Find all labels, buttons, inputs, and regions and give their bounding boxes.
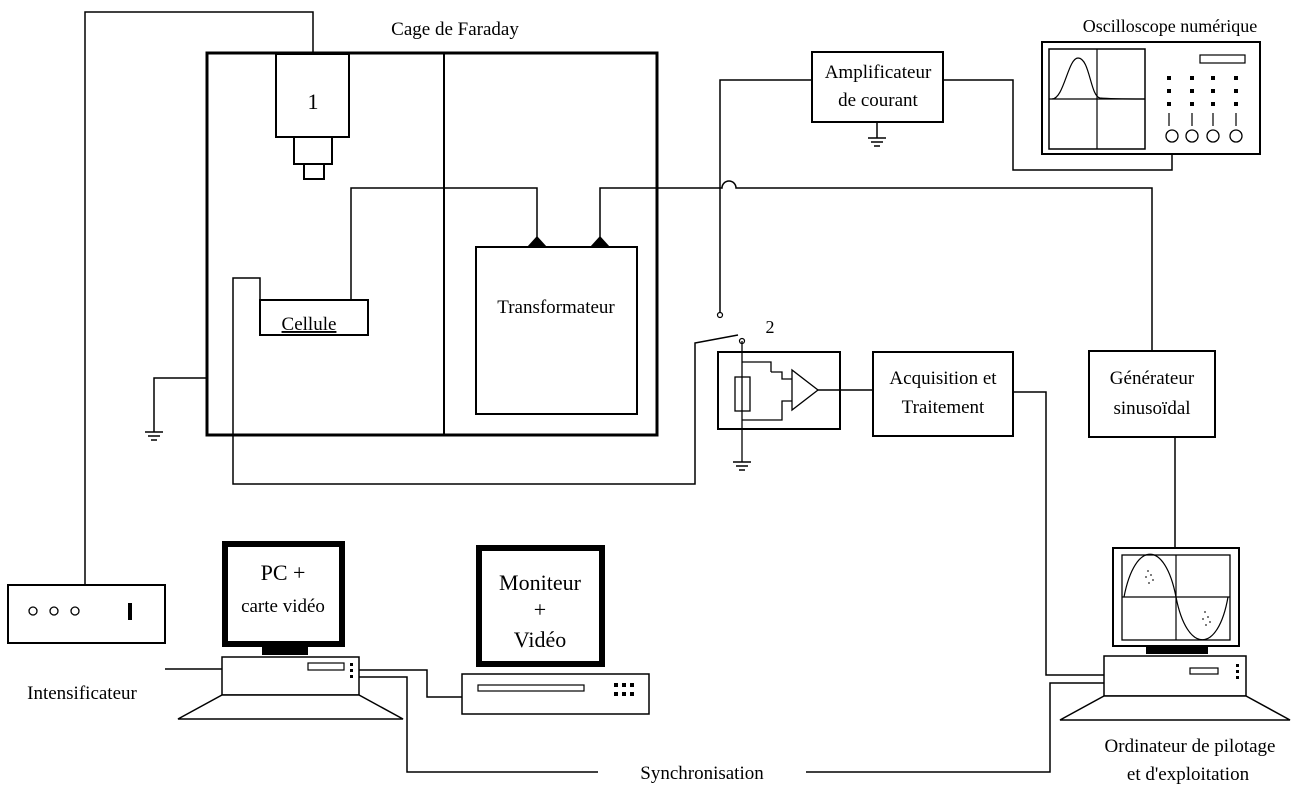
pc-video-card-icon [177,541,404,720]
acquisition-label-line2: Traitement [902,397,985,418]
ground-icon-cage [145,377,207,441]
transformer-generator-wire [599,180,1153,351]
amplifier-input-wire [719,79,812,313]
amplifier-label-line2: de courant [838,90,918,111]
control-computer-label-line1: Ordinateur de pilotage [1105,736,1276,757]
camera-number: 1 [308,89,319,114]
pc-label-line2: carte vidéo [241,596,325,617]
switch-number: 2 [766,317,775,337]
switch-contact-top [716,311,724,319]
control-computer-label-line2: et d'exploitation [1127,764,1250,785]
transformer-label: Transformateur [497,297,615,318]
sync-wire-right [806,682,1104,773]
ground-icon-amplifier [868,122,886,147]
intensifier-label: Intensificateur [27,683,137,704]
monitor-label-line3: Vidéo [514,627,566,652]
pc-monitor-wire [359,669,462,698]
cell-box [259,299,369,336]
current-amplifier-box [811,51,944,123]
cell-transformer-wire [350,187,538,300]
generator-label-line1: Générateur [1110,368,1195,389]
faraday-cage [205,51,659,437]
amplifier-label-line1: Amplificateur [825,62,932,83]
cell-label: Cellule [282,314,337,335]
pc-label-line1: PC + [261,560,306,585]
acquisition-label-line1: Acquisition et [889,368,997,389]
acquisition-box [872,351,1014,437]
oscilloscope-label: Oscilloscope numérique [1083,16,1257,36]
preamplifier-box [717,341,873,462]
acquisition-computer-wire [1013,391,1104,676]
synchronisation-label: Synchronisation [640,763,764,784]
monitor-label-line2: + [534,597,546,622]
generator-label-line2: sinusoïdal [1113,398,1190,419]
sync-wire-left [359,676,598,773]
amplifier-oscilloscope-wire [943,79,1173,171]
intensifier-icon [7,584,166,644]
intensifier-camera-wire [84,11,314,585]
oscilloscope-icon [1041,41,1261,155]
monitor-label-line1: Moniteur [499,570,582,595]
control-computer-icon [1059,547,1291,721]
cell-ground-wire [232,277,739,485]
video-monitor-icon [461,545,650,715]
sinusoidal-generator-box [1088,350,1216,438]
ground-icon-preamp [733,461,751,471]
camera-icon [275,53,350,180]
transformer-box [475,236,638,415]
faraday-cage-label: Cage de Faraday [391,19,519,40]
